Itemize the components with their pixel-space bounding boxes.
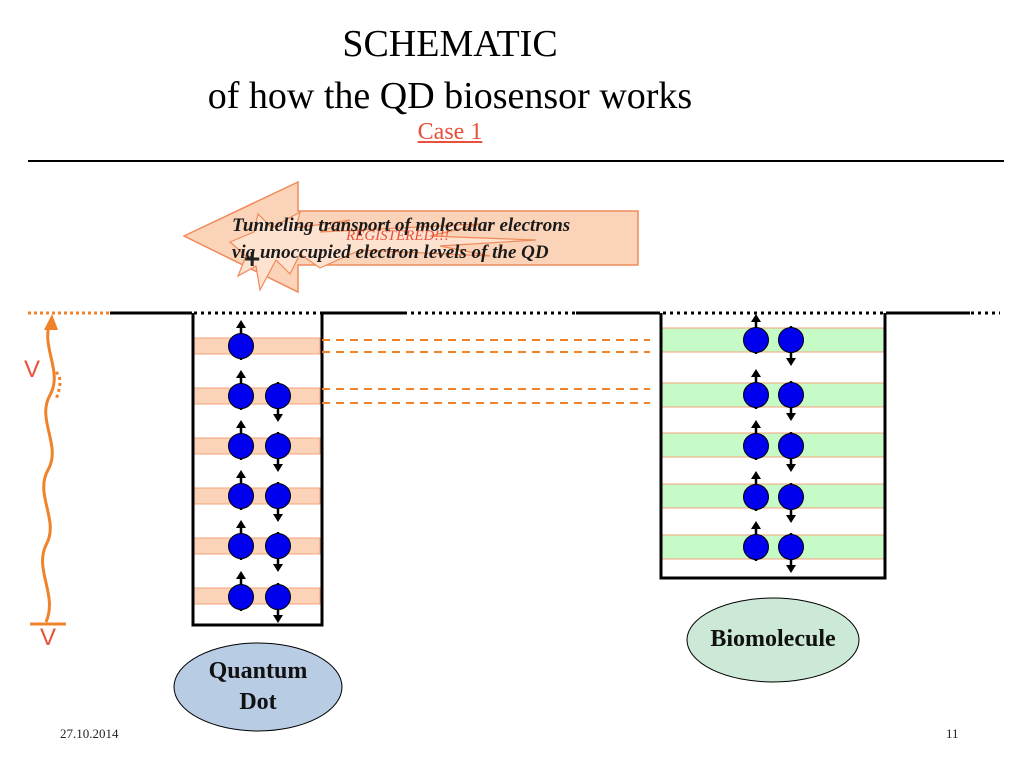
quantum-dot-well: [191, 313, 324, 627]
quantum-dot-label-line2: Dot: [239, 689, 277, 715]
plus-icon: +: [244, 243, 260, 274]
bio-electron-spin-up: [743, 521, 769, 561]
biomolecule-oval: [686, 597, 860, 683]
biomolecule-label: Biomolecule: [710, 626, 836, 652]
bio-electron-spin-down: [778, 533, 804, 573]
qd-electron-spin-up: [228, 420, 254, 460]
qd-electron-spin-up: [228, 571, 254, 611]
registered-label: REGISTERED!!!: [346, 228, 450, 244]
qd-electron-spin-up: [228, 470, 254, 510]
quantum-dot-label: Quantum Dot: [176, 656, 340, 718]
quantum-dot-oval: [173, 642, 343, 732]
bio-electron-spin-down: [778, 381, 804, 421]
qd-electron-spin-up: [228, 370, 254, 410]
biomolecule-well: [659, 313, 887, 580]
qd-electron-spin-down: [265, 532, 291, 572]
arrow-text-line2: via unoccupied electron levels of the QD: [232, 242, 549, 263]
quantum-dot-label-line1: Quantum: [208, 658, 308, 684]
footer-date: 27.10.2014: [60, 726, 119, 741]
bio-electron-spin-down: [778, 326, 804, 366]
electrons-layer: [228, 314, 804, 623]
qd-electron-spin-up: [228, 320, 254, 360]
case-label: Case 1: [417, 119, 483, 145]
qd-electron-spin-down: [265, 482, 291, 522]
title-line1: SCHEMATIC: [342, 23, 558, 65]
voltage-label-top: V: [24, 356, 41, 383]
bio-electron-spin-up: [743, 420, 769, 460]
registered-starburst-icon: [228, 210, 537, 292]
bio-electron-spin-up: [743, 471, 769, 511]
footer-page-number: 11: [946, 726, 959, 741]
tunneling-dashed-lines: [322, 339, 650, 404]
title-line2: of how the QD biosensor works: [207, 75, 693, 117]
bio-electron-spin-up: [743, 314, 769, 354]
voltage-arrow: [30, 314, 66, 626]
qd-electron-spin-up: [228, 520, 254, 560]
qd-electron-spin-down: [265, 583, 291, 623]
bio-electron-spin-up: [743, 369, 769, 409]
voltage-label-bottom: V: [40, 624, 57, 651]
bio-electron-spin-down: [778, 432, 804, 472]
arrow-text-line1: Tunneling transport of molecular electro…: [232, 215, 571, 236]
qd-electron-spin-down: [265, 382, 291, 422]
bio-electron-spin-down: [778, 483, 804, 523]
qd-electron-spin-down: [265, 432, 291, 472]
